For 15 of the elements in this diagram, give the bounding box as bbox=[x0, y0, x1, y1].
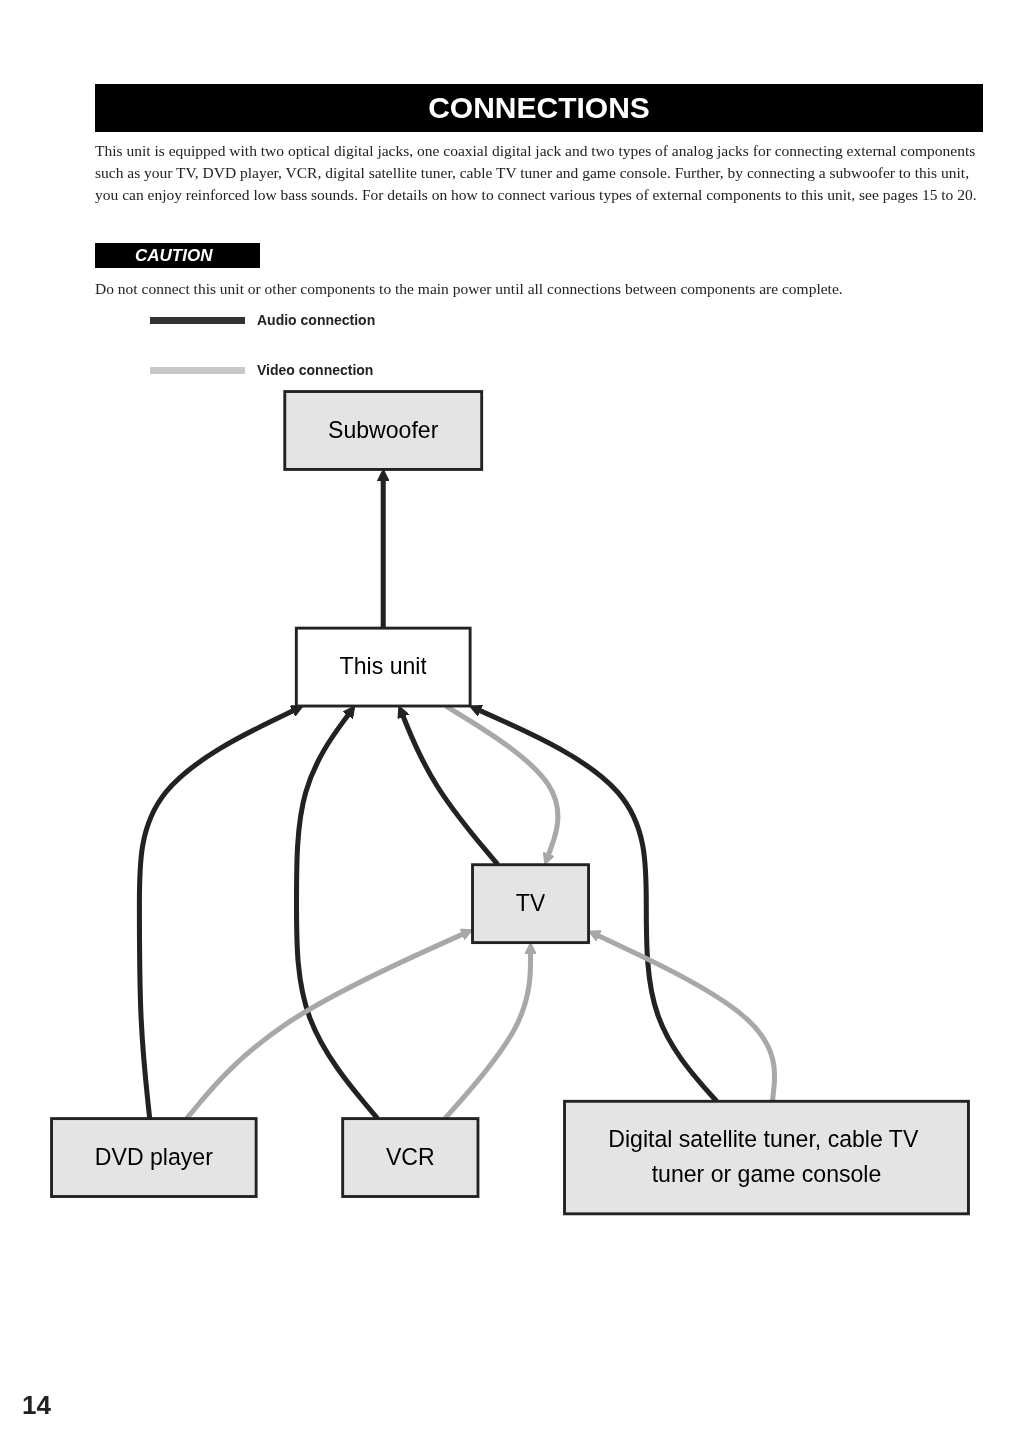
node-box: TV bbox=[471, 863, 590, 945]
page-title: CONNECTIONS bbox=[95, 84, 983, 132]
page-number: 14 bbox=[22, 1390, 51, 1421]
node-box: Digital satellite tuner, cable TV tuner or game console bbox=[563, 1099, 970, 1216]
node-box: This unit bbox=[294, 626, 472, 708]
caution-heading: CAUTION bbox=[95, 243, 260, 268]
node-box: DVD player bbox=[50, 1117, 258, 1198]
intro-paragraph: This unit is equipped with two optical digital jacks, one coaxial digital jack and two types of analog jacks for connecting external components such as your TV, DVD player, VCR, digital satellite tuner, cable TV tuner and game console. Further, by connecting a subwoofer to this unit, you can enjoy reinforced low bass sounds. For details on how to connect various types of external components to this unit, see pages 15 to 20. bbox=[95, 141, 978, 205]
node-box: VCR bbox=[341, 1117, 480, 1198]
legend-label: Video connection bbox=[257, 362, 374, 378]
legend-label: Audio connection bbox=[257, 312, 376, 328]
node-box: Subwoofer bbox=[283, 390, 484, 471]
caution-text: Do not connect this unit or other components to the main power until all connections between components are complete. bbox=[95, 280, 844, 298]
arrow bbox=[136, 705, 304, 1119]
arrow bbox=[588, 930, 778, 1102]
